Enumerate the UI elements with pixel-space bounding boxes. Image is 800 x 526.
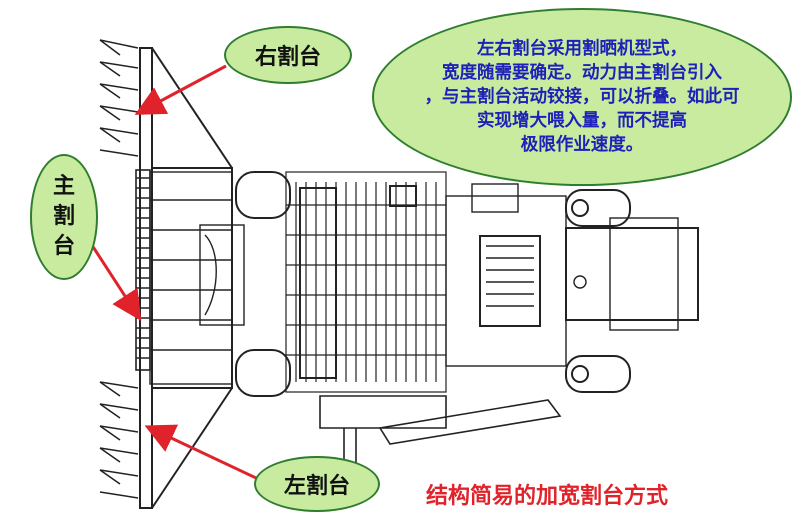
main-header-label-char-2: 割 xyxy=(52,204,75,229)
explanation-line-1: 左右割台采用割晒机型式， xyxy=(477,39,687,59)
right-header-label: 右割台 xyxy=(224,26,352,84)
main-header-label-char-3: 台 xyxy=(52,234,75,259)
header-teeth xyxy=(99,39,139,499)
main-header-label-char-1: 主 xyxy=(52,174,75,199)
red-arrows xyxy=(84,64,257,480)
explanation-line-3: ，与主割台活动铰接，可以折叠。如此可 xyxy=(424,87,740,107)
figure-caption: 结构简易的加宽割台方式 xyxy=(426,484,669,509)
threshing-body xyxy=(285,171,447,393)
engine-block xyxy=(445,183,699,367)
left-header-label-text: 左割台 xyxy=(283,474,350,499)
right-header-label-text: 右割台 xyxy=(254,45,321,70)
explanation-line-2: 宽度随需要确定。动力由主割台引入 xyxy=(442,63,722,83)
unloading-auger xyxy=(319,395,562,470)
explanation-line-4: 实现增大喂入量，而不提高 xyxy=(477,111,687,131)
feeder-house xyxy=(149,171,245,385)
left-header-label: 左割台 xyxy=(254,456,380,512)
main-header-reel xyxy=(135,169,151,371)
explanation-line-5: 极限作业速度。 xyxy=(520,135,644,155)
side-header-frames xyxy=(139,47,233,509)
main-header-label: 主 割 台 xyxy=(30,154,98,280)
explanation-callout: 左右割台采用割晒机型式， 宽度随需要确定。动力由主割台引入 ，与主割台活动铰接，… xyxy=(372,8,792,186)
